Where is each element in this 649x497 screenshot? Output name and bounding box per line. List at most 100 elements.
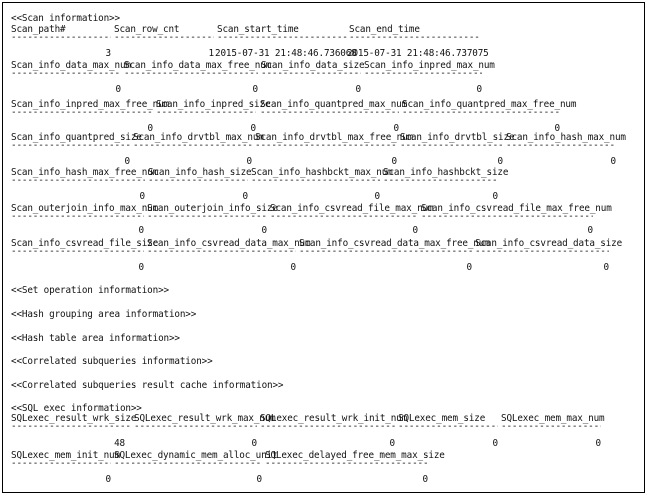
value-data-max-num: 0 [115,84,122,95]
header-mem-max-num: SQLexec_mem_max_num [501,413,605,424]
value-result-wrk-max-num: 0 [251,438,258,449]
dash-line: ----------------------------------------… [11,175,145,186]
dash-line: ----------------------------------------… [134,421,257,432]
dash-line: ----------------------------------------… [364,68,482,79]
dash-line: ----------------------------------------… [11,458,111,469]
dash-line: ----------------------------------------… [11,140,130,151]
header-data-max-free-num: Scan_info_data_max_free_num [124,60,272,71]
dash-line: ----------------------------------------… [270,211,418,222]
dash-line: ----------------------------------------… [124,68,258,79]
header-csvread-data-size: Scan_info_csvread_data_size [475,238,623,249]
header-hash-max-free-num: Scan_info_hash_max_free_num [11,167,159,178]
header-outerjoin-max-num: Scan_outerjoin_info_max_num [11,203,159,214]
header-inpred-max-num: Scan_info_inpred_max_num [364,60,495,71]
dash-line: ----------------------------------------… [260,421,395,432]
value-quantpred-size: 0 [124,156,131,167]
header-data-max-num: Scan_info_data_max_num [11,60,131,71]
dash-line: ----------------------------------------… [260,107,399,118]
dash-line: ----------------------------------------… [261,68,361,79]
section-sql-exec-title: <<SQL exec information>> [11,403,142,414]
value-scan-path: 3 [105,48,112,59]
dash-line: ----------------------------------------… [299,246,472,257]
dash-line: ----------------------------------------… [148,175,248,186]
header-csvread-file-max-free-num: Scan_info_csvread_file_max_free_num [421,203,612,214]
header-inpred-max-free-num: Scan_info_inpred_max_free_num [11,99,169,110]
dash-line: ----------------------------------------… [11,246,144,257]
value-csvread-data-size: 0 [603,262,610,273]
header-scan-start-time: Scan_start_time [217,24,299,35]
value-scan-end-time: 2015-07-31 21:48:46.737075 [347,48,489,59]
value-mem-size: 0 [492,438,499,449]
header-result-wrk-size: SQLexec_result_wrk_size [11,413,137,424]
dash-line: ----------------------------------------… [11,68,121,79]
value-hash-max-free-num: 0 [139,191,146,202]
header-hash-size: Scan_info_hash_size [148,167,252,178]
value-hashbckt-max-num: 0 [374,191,381,202]
value-result-wrk-size: 48 [114,438,125,449]
dash-line: ----------------------------------------… [402,107,560,118]
header-scan-row-cnt: Scan_row_cnt [114,24,180,35]
value-hash-max-num: 0 [610,156,617,167]
header-quantpred-max-free-num: Scan_info_quantpred_max_free_num [402,99,577,110]
header-drvtbl-size: Scan_info_drvtbl_size [400,132,515,143]
header-mem-init-num: SQLexec_mem_init_num [11,450,120,461]
value-outerjoin-max-num: 0 [138,225,145,236]
header-hashbckt-size: Scan_info_hashbckt_size [383,167,509,178]
header-delayed-free-mem-max-size: SQLexec_delayed_free_mem_max_size [265,450,445,461]
header-drvtbl-max-num: Scan_info_drvtbl_max_num [133,132,264,143]
header-scan-path: Scan_path# [11,24,66,35]
header-scan-end-time: Scan_end_time [349,24,420,35]
value-delayed-free-mem-max-size: 0 [422,474,429,485]
dash-line: ----------------------------------------… [251,175,380,186]
header-outerjoin-size: Scan_outerjoin_info_size [147,203,278,214]
section-hash-grouping-title: <<Hash grouping area information>> [11,309,197,320]
value-quantpred-max-num: 0 [393,123,400,134]
value-hash-size: 0 [242,191,249,202]
dash-line: ----------------------------------------… [11,211,144,222]
dash-line: ----------------------------------------… [383,175,498,186]
header-result-wrk-init-num: SQLexec_result_wrk_init_num [260,413,408,424]
section-scan-title: <<Scan information>> [11,13,120,24]
value-csvread-data-max-num: 0 [290,262,297,273]
dash-line: ----------------------------------------… [114,32,214,43]
dash-line: ----------------------------------------… [217,32,347,43]
dash-line: ----------------------------------------… [147,246,296,257]
value-csvread-data-max-free-num: 0 [466,262,473,273]
value-dynamic-mem-alloc-unit: 0 [256,474,263,485]
dash-line: ----------------------------------------… [506,140,616,151]
value-result-wrk-init-num: 0 [389,438,396,449]
header-dynamic-mem-alloc-unit: SQLexec_dynamic_mem_alloc_unit [114,450,278,461]
dash-line: ----------------------------------------… [421,211,593,222]
header-csvread-data-max-num: Scan_info_csvread_data_max_num [147,238,311,249]
value-csvread-file-max-free-num: 0 [587,225,594,236]
value-drvtbl-max-num: 0 [246,156,253,167]
value-scan-start-time: 2015-07-31 21:48:46.736068 [215,48,357,59]
section-set-operation-title: <<Set operation information>> [11,285,169,296]
header-data-size: Scan_info_data_size [261,60,365,71]
dash-line: ----------------------------------------… [11,107,153,118]
dash-line: ----------------------------------------… [398,421,498,432]
value-quantpred-max-free-num: 0 [554,123,561,134]
section-hash-table-title: <<Hash table area information>> [11,333,180,344]
value-drvtbl-size: 0 [497,156,504,167]
value-outerjoin-size: 0 [261,225,268,236]
header-csvread-file-size: Scan_info_csvread_file_size [11,238,159,249]
dash-line: ----------------------------------------… [475,246,609,257]
value-scan-row-cnt: 1 [208,48,215,59]
value-csvread-file-size: 0 [138,262,145,273]
value-inpred-max-num: 0 [476,84,483,95]
report-panel: <<Scan information>> Scan_path# Scan_row… [2,2,645,493]
section-correlated-cache-title: <<Correlated subqueries result cache inf… [11,380,284,391]
dash-line: ----------------------------------------… [349,32,479,43]
header-drvtbl-max-free-num: Scan_info_drvtbl_max_free_num [255,132,413,143]
value-mem-max-num: 0 [595,438,602,449]
header-result-wrk-max-num: SQLexec_result_wrk_max_num [134,413,276,424]
dash-line: ----------------------------------------… [265,458,428,469]
header-csvread-data-max-free-num: Scan_info_csvread_data_max_free_num [299,238,490,249]
header-hashbckt-max-num: Scan_info_hashbckt_max_num [251,167,393,178]
value-drvtbl-max-free-num: 0 [391,156,398,167]
value-mem-init-num: 0 [105,474,112,485]
header-quantpred-size: Scan_info_quantpred_size [11,132,142,143]
header-quantpred-max-num: Scan_info_quantpred_max_num [260,99,408,110]
value-data-size: 0 [355,84,362,95]
